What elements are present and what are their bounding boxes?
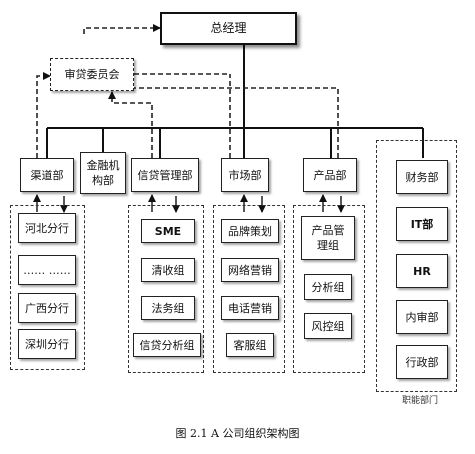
market-subgroup-box: 网络营销 bbox=[221, 258, 279, 282]
financial-institution-dept-label-1: 金融机 bbox=[86, 159, 120, 172]
functional-group-label: 职能部门 bbox=[401, 396, 438, 406]
credit-subgroup-label: 法务组 bbox=[151, 301, 185, 315]
branch-box: 河北分行 bbox=[18, 213, 76, 243]
ceo-box: 总经理 bbox=[160, 12, 297, 45]
credit-dept-label: 信贷管理部 bbox=[137, 168, 193, 182]
branch-box: …… …… bbox=[18, 255, 76, 285]
credit-subgroup-box: 法务组 bbox=[141, 296, 195, 320]
functional-dept-label: IT部 bbox=[410, 217, 434, 231]
market-subgroup-label: 品牌策划 bbox=[228, 224, 272, 238]
credit-subgroup-label: 清收组 bbox=[151, 263, 185, 277]
product-dept-box: 产品部 bbox=[303, 158, 357, 192]
credit-dept-box: 信贷管理部 bbox=[131, 158, 199, 192]
functional-dept-box: IT部 bbox=[396, 207, 448, 241]
market-subgroup-box: 电话营销 bbox=[221, 296, 279, 320]
financial-institution-dept-label-2: 构部 bbox=[92, 174, 114, 187]
market-groups-group bbox=[213, 205, 285, 373]
market-subgroup-label: 客服组 bbox=[233, 338, 267, 352]
credit-subgroup-box: SME bbox=[141, 219, 195, 243]
branch-label: 广西分行 bbox=[25, 301, 69, 315]
functional-dept-box: HR bbox=[396, 254, 448, 288]
functional-dept-label: HR bbox=[413, 264, 431, 278]
product-analysis-label: 分析组 bbox=[311, 280, 345, 294]
credit-subgroup-box: 信贷分析组 bbox=[133, 333, 201, 357]
branch-label: 河北分行 bbox=[25, 221, 69, 235]
functional-dept-box: 行政部 bbox=[396, 345, 448, 379]
credit-subgroup-label: 信贷分析组 bbox=[139, 338, 195, 352]
channel-branches-group bbox=[10, 205, 85, 370]
committee-label: 审贷委员会 bbox=[64, 68, 120, 81]
product-mgmt-label-1: 产品管 bbox=[311, 224, 345, 237]
product-groups-group bbox=[293, 205, 365, 373]
finance-dept-label: 财务部 bbox=[405, 170, 439, 184]
market-dept-label: 市场部 bbox=[228, 168, 262, 182]
branch-box: 深圳分行 bbox=[18, 329, 76, 359]
functional-dept-box: 内审部 bbox=[396, 300, 448, 334]
credit-subgroup-box: 清收组 bbox=[141, 258, 195, 282]
financial-institution-dept-box: 金融机 构部 bbox=[80, 152, 126, 194]
credit-groups-group bbox=[128, 205, 204, 373]
functional-depts-group bbox=[376, 140, 457, 392]
market-subgroup-box: 客服组 bbox=[226, 333, 274, 357]
market-subgroup-label: 电话营销 bbox=[228, 301, 272, 315]
functional-dept-label: 行政部 bbox=[405, 355, 439, 369]
ceo-label: 总经理 bbox=[210, 21, 247, 35]
channel-dept-box: 渠道部 bbox=[20, 158, 74, 192]
product-mgmt-box: 产品管 理组 bbox=[301, 216, 355, 260]
functional-dept-label: 内审部 bbox=[405, 310, 439, 324]
product-dept-label: 产品部 bbox=[313, 168, 347, 182]
product-analysis-box: 分析组 bbox=[304, 274, 352, 300]
product-mgmt-label-2: 理组 bbox=[317, 239, 339, 252]
product-risk-label: 风控组 bbox=[311, 319, 345, 333]
product-risk-box: 风控组 bbox=[304, 313, 352, 339]
branch-label: 深圳分行 bbox=[25, 337, 69, 351]
market-subgroup-label: 网络营销 bbox=[228, 263, 272, 277]
figure-caption: 图 2.1 A 公司组织架构图 bbox=[175, 427, 300, 440]
committee-box: 审贷委员会 bbox=[50, 58, 134, 91]
branch-label: …… …… bbox=[23, 263, 71, 277]
branch-box: 广西分行 bbox=[18, 293, 76, 323]
finance-dept-box: 财务部 bbox=[396, 160, 448, 194]
channel-dept-label: 渠道部 bbox=[30, 168, 64, 182]
credit-subgroup-label: SME bbox=[154, 224, 182, 238]
market-subgroup-box: 品牌策划 bbox=[221, 219, 279, 243]
market-dept-box: 市场部 bbox=[221, 158, 269, 192]
